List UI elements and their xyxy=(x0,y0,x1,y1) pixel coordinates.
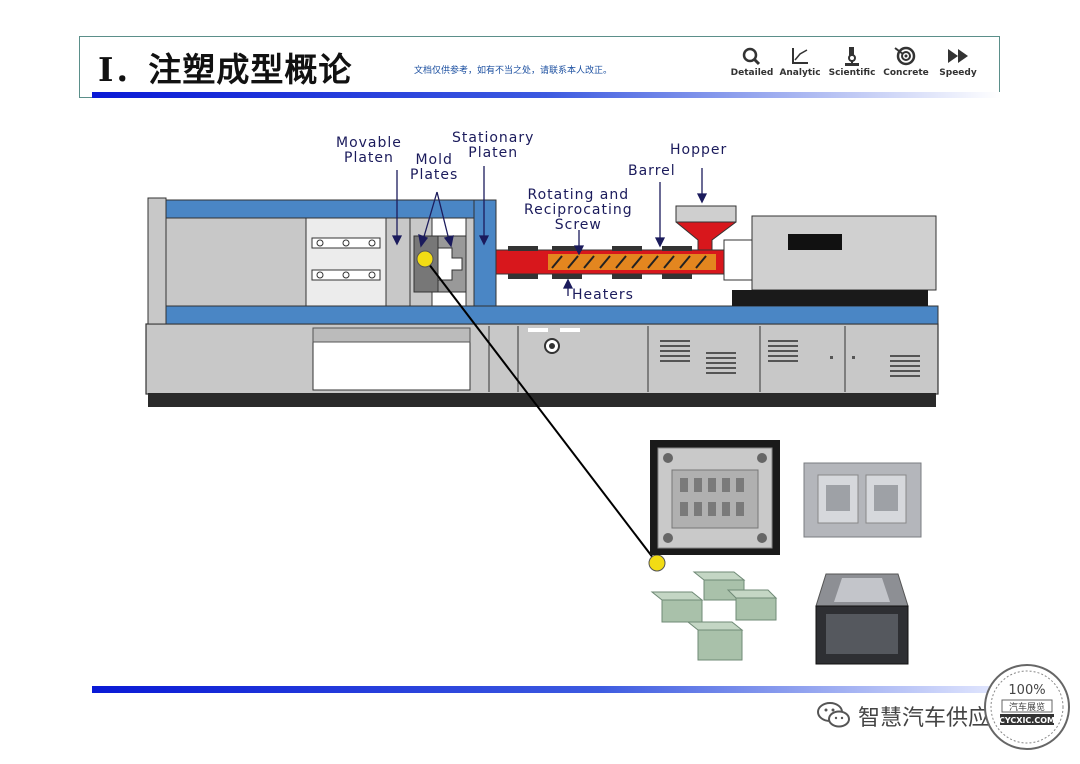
nav-speedy[interactable]: Speedy xyxy=(932,45,984,78)
hopper-label: Hopper xyxy=(670,142,728,158)
drive-housing xyxy=(751,215,937,291)
callout-marker-end xyxy=(648,554,666,572)
stamp-caption: 汽车展览 xyxy=(1009,701,1045,713)
nav-label: Scientific xyxy=(828,68,876,78)
magnifier-icon xyxy=(742,47,761,66)
mold-plates-label: Mold Plates xyxy=(410,152,459,183)
mold-photo-3 xyxy=(648,566,778,670)
machine-base-rail xyxy=(148,393,936,407)
drive-base xyxy=(732,290,928,306)
screw-label: Rotating and Reciprocating Screw xyxy=(524,187,633,233)
callout-line xyxy=(424,258,658,564)
disclaimer-text: 文档仅供参考，如有不当之处，请联系本人改正。 xyxy=(414,66,613,76)
barrel-label: Barrel xyxy=(628,163,676,179)
nav-concrete[interactable]: Concrete xyxy=(880,45,932,78)
base-grille xyxy=(312,327,471,343)
nav-label: Analytic xyxy=(779,68,821,78)
nav-analytic[interactable]: Analytic xyxy=(774,45,826,78)
microscope-icon xyxy=(845,47,859,66)
slide-title: I．注塑成型概论 xyxy=(98,50,353,89)
nav-label: Detailed xyxy=(730,68,774,78)
heaters-label: Heaters xyxy=(572,287,634,303)
nav-detailed[interactable]: Detailed xyxy=(726,45,778,78)
callout-marker-start xyxy=(416,250,434,268)
tie-bar-bottom xyxy=(165,305,939,325)
badge-stamp-icon: 100% 汽车展览 CYCXIC.COM xyxy=(984,664,1070,750)
movable-platen xyxy=(385,217,411,307)
nav-scientific[interactable]: Scientific xyxy=(826,45,878,78)
footer-divider xyxy=(92,686,1012,693)
tie-bar-top xyxy=(165,199,497,219)
stamp-domain: CYCXIC.COM xyxy=(999,716,1055,725)
header-divider xyxy=(92,92,1000,98)
slide-header: I．注塑成型概论 文档仅供参考，如有不当之处，请联系本人改正。 Detailed… xyxy=(79,36,1000,98)
wechat-icon xyxy=(816,700,852,734)
rear-platen xyxy=(147,197,167,325)
toggle-linkage xyxy=(305,217,387,307)
stamp-percent: 100% xyxy=(1008,683,1045,698)
stationary-platen-label: Stationary Platen xyxy=(452,130,535,161)
target-icon xyxy=(894,46,916,66)
nav-label: Speedy xyxy=(939,68,977,78)
heater-bands xyxy=(508,246,692,279)
mold-photo-1 xyxy=(650,440,780,555)
clamp-cylinder xyxy=(165,217,307,307)
screw xyxy=(548,254,716,270)
mold-photo-2 xyxy=(800,455,925,545)
fast-forward-icon xyxy=(948,49,968,63)
movable-platen-label: Movable Platen xyxy=(336,135,402,166)
mold-photo-4 xyxy=(812,566,912,670)
nav-label: Concrete xyxy=(883,68,929,78)
axis-chart-icon xyxy=(792,48,808,64)
mold-cavity xyxy=(437,247,463,281)
stationary-platen xyxy=(473,199,497,307)
machine-base xyxy=(145,323,939,395)
